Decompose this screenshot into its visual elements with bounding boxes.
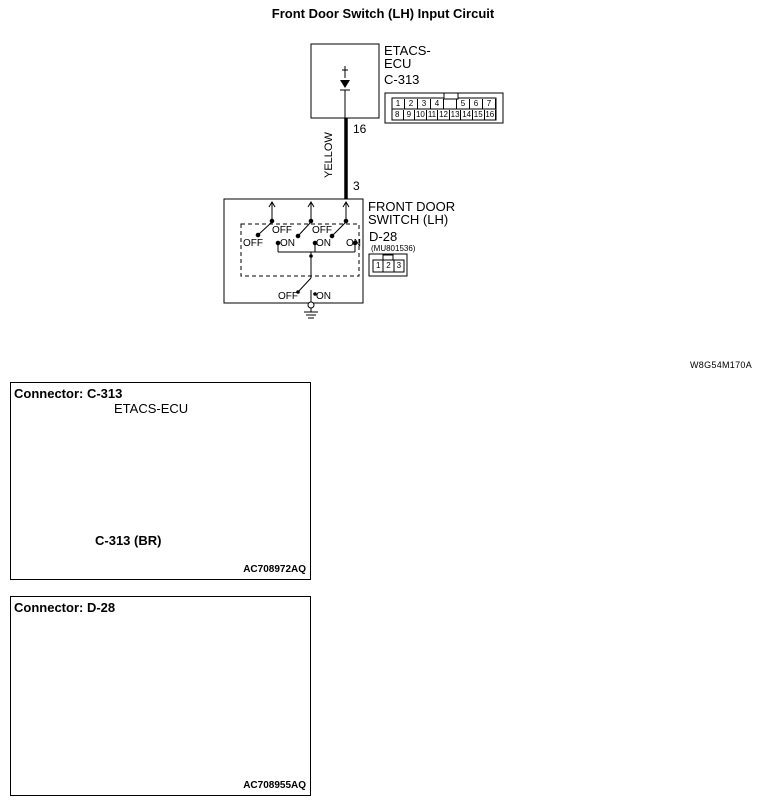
diagram-code: W8G54M170A xyxy=(690,360,753,370)
c313-pin: 3 xyxy=(418,99,431,109)
panel-title: Connector: C-313 xyxy=(14,386,123,401)
switch-box xyxy=(223,198,364,304)
switch-label-off: OFF xyxy=(272,225,292,236)
switch-label-on: ON xyxy=(316,238,331,249)
switch-name-line1: FRONT DOOR xyxy=(368,199,456,214)
c313-pin: 8 xyxy=(392,110,404,120)
c313-pin: 10 xyxy=(415,110,427,120)
page-title: Front Door Switch (LH) Input Circuit xyxy=(271,6,495,21)
d28-pin: 2 xyxy=(386,261,391,270)
wire-color-label: YELLOW xyxy=(323,132,335,178)
d28-pin: 1 xyxy=(375,261,381,270)
connector-panel-c313: Connector: C-313 ETACS-ECU C-313 (BR) AC… xyxy=(10,382,311,580)
c313-connector-face xyxy=(384,92,504,124)
d28-pins: 1 2 3 xyxy=(373,261,404,271)
switch-name-line2: SWITCH (LH) xyxy=(368,212,449,227)
panel-subtitle: ETACS-ECU xyxy=(114,401,189,416)
c313-pin: 2 xyxy=(405,99,418,109)
d28-connector-face xyxy=(368,253,408,277)
switch-label-on: ON xyxy=(346,238,361,249)
switch-label-on: ON xyxy=(280,238,295,249)
c313-pin: 4 xyxy=(431,99,444,109)
switch-label-off: OFF xyxy=(278,291,298,302)
panel-figure-code: AC708972AQ xyxy=(243,564,306,575)
d28-pin: 3 xyxy=(396,261,402,270)
switch-connector-id: D-28 xyxy=(369,229,398,244)
c313-pin: 11 xyxy=(427,110,439,120)
switch-label-off: OFF xyxy=(243,238,263,249)
connector-callout: C-313 (BR) xyxy=(95,533,162,548)
ground-symbol xyxy=(304,301,318,319)
switch-label-off: OFF xyxy=(312,225,332,236)
c313-pin: 6 xyxy=(470,99,483,109)
panel-title: Connector: D-28 xyxy=(14,600,116,615)
switch-part-number: (MU801536) xyxy=(371,244,416,253)
c313-pin: 13 xyxy=(450,110,462,120)
panel-figure-code: AC708955AQ xyxy=(243,780,306,791)
etacs-connector-id: C-313 xyxy=(384,72,420,87)
etacs-name-line1: ETACS- xyxy=(384,43,431,58)
diode-symbol xyxy=(340,80,350,88)
c313-pin: 1 xyxy=(392,99,405,109)
switch-label-on: ON xyxy=(316,291,331,302)
c313-pin: 7 xyxy=(483,99,496,109)
c313-pin: 9 xyxy=(404,110,416,120)
wire-pin-bottom: 3 xyxy=(353,179,360,193)
wire-pin-top: 16 xyxy=(353,122,367,136)
connector-panel-d28: Connector: D-28 AC708955AQ xyxy=(10,596,311,796)
c313-pin: 12 xyxy=(439,110,450,120)
c313-pin: 14 xyxy=(462,110,473,120)
etacs-name-line2: ECU xyxy=(384,56,412,71)
c313-pin xyxy=(444,99,457,109)
c313-pin: 15 xyxy=(473,110,485,120)
c313-pin: 5 xyxy=(457,99,470,109)
c313-pin: 16 xyxy=(485,110,497,120)
